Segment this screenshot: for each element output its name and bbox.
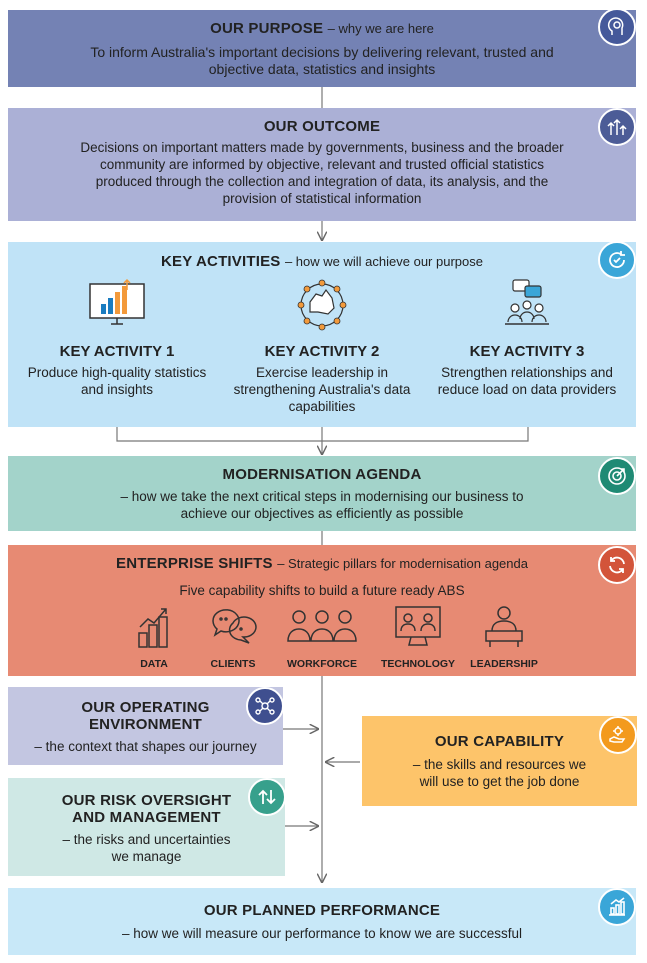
key-activity-2-text: Exercise leadership in strengthening Aus…	[233, 365, 411, 414]
speech-bubbles-icon	[212, 609, 257, 644]
shift-workforce: WORKFORCE	[280, 603, 364, 670]
operating-text: – the context that shapes our journey	[34, 739, 257, 754]
risk-box: OUR RISK OVERSIGHT AND MANAGEMENT – the …	[8, 778, 286, 876]
capability-title: OUR CAPABILITY	[434, 733, 565, 750]
shift-leadership-label: LEADERSHIP	[470, 658, 538, 670]
outcome-title: OUR OUTCOME	[263, 118, 381, 135]
shift-workforce-label: WORKFORCE	[287, 658, 357, 670]
shift-technology: TECHNOLOGY	[376, 603, 460, 670]
operating-title-line2: ENVIRONMENT	[88, 716, 203, 733]
shift-data: DATA	[112, 603, 196, 670]
modernisation-box: MODERNISATION AGENDA – how we take the n…	[8, 456, 636, 531]
risk-text-line1: – the risks and uncertainties	[62, 832, 231, 847]
shift-data-label: DATA	[140, 658, 168, 670]
presenter-icon	[485, 606, 523, 647]
performance-title: OUR PLANNED PERFORMANCE	[203, 902, 441, 919]
purpose-text: To inform Australia's important decision…	[90, 44, 554, 77]
key-activity-2-title: KEY ACTIVITY 2	[264, 343, 380, 360]
activities-title: KEY ACTIVITIES	[161, 253, 281, 270]
capability-text-line1: – the skills and resources we	[412, 757, 587, 772]
performance-box: OUR PLANNED PERFORMANCE – how we will me…	[8, 888, 636, 955]
network-people-icon	[246, 687, 284, 725]
purpose-title: OUR PURPOSE	[210, 20, 324, 37]
shifts-title: ENTERPRISE SHIFTS	[116, 555, 273, 572]
shift-clients: CLIENTS	[191, 603, 275, 670]
capability-box: OUR CAPABILITY – the skills and resource…	[362, 716, 637, 806]
outcome-text: Decisions on important matters made by g…	[80, 140, 564, 206]
shift-technology-label: TECHNOLOGY	[380, 658, 456, 670]
monitor-chart-icon	[89, 278, 145, 325]
modernisation-title: MODERNISATION AGENDA	[222, 466, 422, 483]
risk-title-line1: OUR RISK OVERSIGHT	[61, 792, 232, 809]
activities-subtitle: – how we will achieve our purpose	[284, 254, 483, 269]
group-people-icon	[287, 610, 357, 642]
purpose-box: OUR PURPOSE – why we are here To inform …	[8, 8, 636, 87]
purpose-subtitle: – why we are here	[327, 21, 434, 36]
shifts-subtitle: – Strategic pillars for modernisation ag…	[277, 556, 528, 571]
operating-title-line1: OUR OPERATING	[81, 699, 210, 716]
shifts-line: Five capability shifts to build a future…	[179, 583, 465, 598]
operating-box: OUR OPERATING ENVIRONMENT – the context …	[8, 687, 284, 765]
head-gear-icon	[598, 8, 636, 46]
key-activity-3-title: KEY ACTIVITY 3	[469, 343, 585, 360]
bar-growth-icon	[138, 608, 168, 648]
modernisation-text: – how we take the next critical steps in…	[120, 489, 524, 521]
outcome-box: OUR OUTCOME Decisions on important matte…	[8, 108, 636, 221]
key-activity-1: KEY ACTIVITY 1 Produce high-quality stat…	[22, 278, 212, 398]
capability-text-line2: will use to get the job done	[419, 774, 580, 789]
video-call-icon	[395, 606, 441, 646]
up-down-arrows-icon	[248, 778, 286, 816]
performance-text: – how we will measure our performance to…	[122, 926, 522, 941]
hand-gear-icon	[599, 716, 637, 754]
risk-title: OUR RISK OVERSIGHT AND MANAGEMENT	[8, 792, 285, 826]
cycle-icon	[598, 241, 636, 279]
shift-leadership: LEADERSHIP	[462, 603, 546, 670]
key-activity-2: KEY ACTIVITY 2 Exercise leadership in st…	[227, 278, 417, 415]
key-activity-1-title: KEY ACTIVITY 1	[59, 343, 175, 360]
operating-title: OUR OPERATING ENVIRONMENT	[8, 699, 283, 733]
people-chat-icon	[505, 279, 549, 325]
target-icon	[598, 457, 636, 495]
key-activity-1-text: Produce high-quality statistics and insi…	[27, 365, 207, 397]
activities-box: KEY ACTIVITIES – how we will achieve our…	[8, 241, 636, 427]
key-activity-3-text: Strengthen relationships and reduce load…	[437, 365, 617, 397]
australia-network-icon	[297, 279, 347, 331]
risk-text: – the risks and uncertainties we manage	[8, 831, 285, 865]
bar-chart-icon	[598, 888, 636, 926]
shifts-box: ENTERPRISE SHIFTS – Strategic pillars fo…	[8, 545, 636, 676]
risk-text-line2: we manage	[111, 849, 182, 864]
capability-text: – the skills and resources we will use t…	[362, 756, 637, 790]
arrows-up-icon	[598, 108, 636, 146]
risk-title-line2: AND MANAGEMENT	[72, 809, 221, 826]
key-activity-3: KEY ACTIVITY 3 Strengthen relationships …	[432, 278, 622, 398]
refresh-icon	[598, 546, 636, 584]
shift-clients-label: CLIENTS	[210, 658, 256, 670]
